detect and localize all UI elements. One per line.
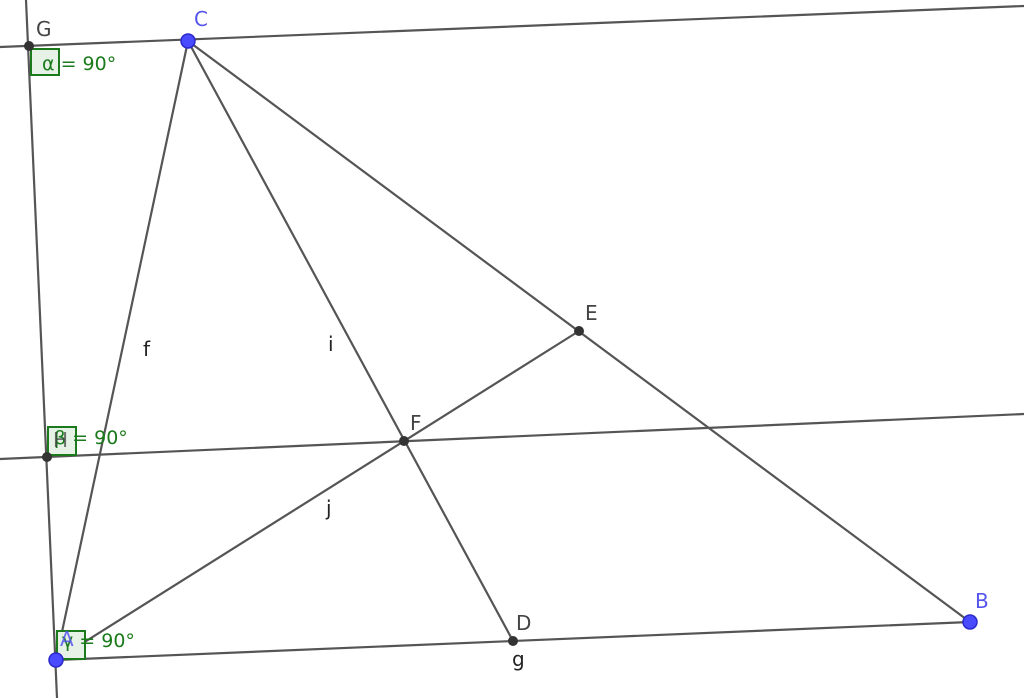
point-g[interactable]: G (24, 17, 52, 51)
segment-label-g: g (512, 647, 525, 671)
segment-i-cd[interactable] (186, 39, 515, 643)
right-angle-box-beta (47, 426, 77, 456)
angle-beta-label: β = 90° (54, 427, 128, 449)
angle-alpha-label: α = 90° (42, 53, 116, 75)
segment-j-ae[interactable] (54, 329, 581, 662)
point-h[interactable]: H (42, 428, 68, 462)
right-angle-box-gamma (56, 630, 86, 660)
segment-f-ac[interactable] (54, 39, 190, 662)
point-g-label: G (36, 17, 52, 41)
point-f[interactable]: F (399, 411, 422, 446)
point-e[interactable]: E (574, 301, 598, 336)
line-middle-through-f[interactable] (0, 412, 1024, 461)
point-c-label: C (194, 7, 208, 31)
point-a-dot (48, 652, 64, 668)
point-c-dot (180, 33, 196, 49)
point-b[interactable]: B (962, 589, 989, 630)
point-d-dot (508, 636, 518, 646)
point-a[interactable]: A (48, 627, 74, 668)
point-h-dot (42, 452, 52, 462)
point-b-label: B (975, 589, 989, 613)
line-top-through-c[interactable] (0, 4, 1024, 49)
point-f-label: F (410, 411, 422, 435)
angle-beta-marker[interactable]: β = 90° (47, 426, 128, 456)
point-a-label: A (60, 627, 74, 651)
angle-gamma-label: γ = 90° (62, 630, 135, 652)
point-f-dot (399, 436, 409, 446)
line-left-vertical[interactable] (24, 0, 59, 698)
angle-alpha-marker[interactable]: α = 90° (30, 48, 116, 76)
point-e-label: E (585, 301, 598, 325)
segment-label-f: f (143, 337, 151, 361)
point-d[interactable]: D (508, 611, 531, 646)
segment-label-j: j (325, 496, 332, 520)
point-c[interactable]: C (180, 7, 208, 49)
point-g-dot (24, 41, 34, 51)
point-b-dot (962, 614, 978, 630)
point-e-dot (574, 326, 584, 336)
point-d-label: D (516, 611, 531, 635)
point-h-label: H (53, 428, 68, 452)
segment-label-i: i (328, 332, 334, 356)
angle-gamma-marker[interactable]: γ = 90° (56, 630, 135, 660)
right-angle-box-alpha (30, 48, 60, 76)
